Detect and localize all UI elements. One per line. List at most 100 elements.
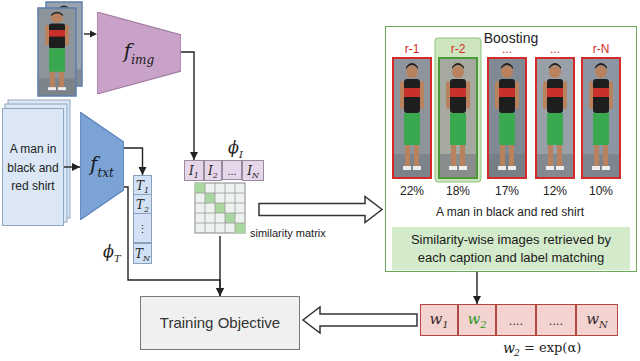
text-wrap: Training Objective xyxy=(160,314,280,332)
grid-cell xyxy=(225,213,235,223)
photo xyxy=(582,58,620,178)
connector xyxy=(64,163,80,171)
feature-cell: ⋮ xyxy=(133,213,152,243)
feature-cell: T1 xyxy=(133,175,152,196)
text-wrap: .... xyxy=(549,311,563,329)
encoder-trapezoid: fimg xyxy=(97,12,181,94)
node-text: 2 xyxy=(213,171,218,180)
connector xyxy=(124,148,147,175)
node-text: similarity matrix xyxy=(250,227,326,239)
rank-label: ... xyxy=(502,43,512,55)
arrow-head xyxy=(139,167,147,175)
connector-line xyxy=(219,236,220,296)
node-text: T xyxy=(136,179,144,193)
encoder-trapezoid: ftxt xyxy=(80,112,124,220)
arrow-head xyxy=(90,31,97,38)
photo xyxy=(488,58,526,178)
connector-line xyxy=(124,187,220,296)
photo xyxy=(536,58,574,178)
arrow-head xyxy=(72,163,80,171)
symbol-label: ϕ xyxy=(228,140,239,156)
text-wrap: T1 xyxy=(136,176,149,195)
connector xyxy=(124,187,224,296)
grid-cell xyxy=(215,203,225,213)
symbol-subscript: T xyxy=(114,254,121,264)
weight-cell: w1 xyxy=(420,304,458,336)
objective-box: Training Objective xyxy=(140,296,300,350)
text-wrap: IN xyxy=(247,161,259,180)
node-text: Training Objective xyxy=(160,314,280,331)
photo xyxy=(393,58,431,178)
weight-cell: .... xyxy=(496,304,536,336)
node-text: f xyxy=(124,39,131,63)
node-text: T xyxy=(135,247,143,261)
percentage: 22% xyxy=(400,185,424,197)
trapezoid-outline xyxy=(97,12,181,94)
photo-frame xyxy=(536,58,574,178)
node-text: I xyxy=(247,164,252,178)
node-text: 1 xyxy=(194,171,199,180)
photo-frame xyxy=(488,58,526,178)
connector-line xyxy=(181,52,194,160)
node-text: w xyxy=(429,310,442,328)
arrow-head xyxy=(216,288,224,296)
grid-frame xyxy=(195,183,245,233)
node-text: T xyxy=(136,198,144,212)
percentage: 12% xyxy=(543,185,567,197)
grid-lines xyxy=(195,183,245,233)
flow-arrow xyxy=(259,197,382,223)
percentage: 17% xyxy=(495,185,519,197)
rank-label: r-2 xyxy=(451,43,466,55)
photo xyxy=(38,8,76,96)
trapezoid-outline xyxy=(80,112,124,220)
symbol-label: ϕ xyxy=(103,244,114,260)
weight-cell: wN xyxy=(576,304,618,336)
node-text: txt xyxy=(97,166,113,180)
text-wrap: Similarity-wise images retrieved by each… xyxy=(396,230,626,267)
node-text: .... xyxy=(549,313,563,328)
description-band: Similarity-wise images retrieved by each… xyxy=(392,227,630,270)
photo-frame xyxy=(439,58,477,178)
grid-cell xyxy=(235,223,245,233)
node-text: I xyxy=(189,164,194,178)
node-text: w xyxy=(467,310,480,328)
text-wrap: TN xyxy=(135,244,150,263)
node-text: ⋮ xyxy=(137,223,148,235)
node-text: N xyxy=(252,171,259,180)
matrix-grid xyxy=(195,183,245,233)
arrow-head xyxy=(473,296,481,304)
connector xyxy=(216,236,224,296)
node-text: 2 xyxy=(480,319,486,330)
node-text: I xyxy=(208,164,213,178)
node-text: A man in black and red shirt xyxy=(7,142,58,193)
rank-label: r-N xyxy=(593,43,610,55)
rank-label: ... xyxy=(550,43,560,55)
photo-frame xyxy=(38,8,76,96)
percentage: 10% xyxy=(589,185,613,197)
highlight xyxy=(435,38,481,182)
photo xyxy=(439,58,477,178)
feature-cell: T2 xyxy=(133,194,152,215)
feature-cell: IN xyxy=(242,160,264,181)
retrieved-images xyxy=(393,38,620,182)
node-text: 1 xyxy=(442,319,448,330)
node-text: w xyxy=(586,310,599,328)
text-wrap: T2 xyxy=(136,195,149,214)
boosting-panel: BoostingSimilarity-wise images retrieved… xyxy=(385,26,637,272)
symbol-subscript: I xyxy=(239,150,243,160)
node-text: N xyxy=(599,319,608,330)
text-wrap: A man in black and red shirt xyxy=(6,139,60,194)
rank-label: r-1 xyxy=(405,43,420,55)
connector xyxy=(473,272,481,304)
text-wrap: w1 xyxy=(429,310,448,330)
arrow-head xyxy=(216,288,224,296)
photo-arrow xyxy=(84,31,97,38)
text-wrap: ... xyxy=(227,161,236,179)
text-wrap: w2 xyxy=(467,310,486,330)
text-wrap: I2 xyxy=(208,161,218,180)
text-wrap: .... xyxy=(509,311,523,329)
text-wrap: I1 xyxy=(189,161,199,180)
grid-cell xyxy=(205,193,215,203)
feature-cell: ... xyxy=(222,160,242,180)
